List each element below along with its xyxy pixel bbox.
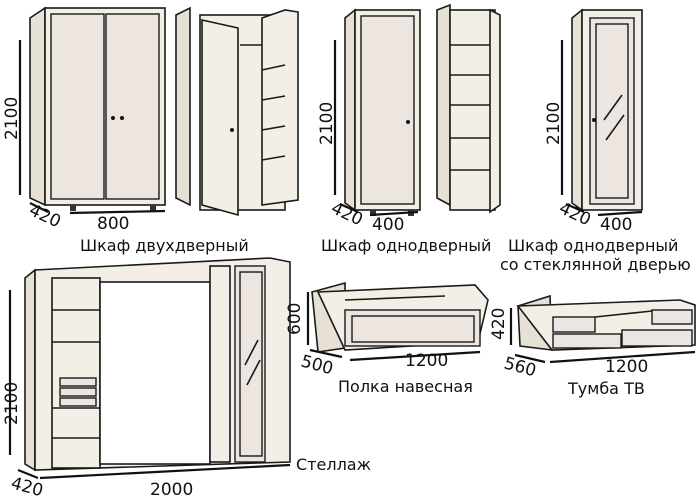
wall-shelf-label: Полка навесная: [338, 377, 473, 396]
wardrobe-one-door-drawing: 2100 420 400: [317, 8, 421, 235]
tv-stand-height: 420: [489, 308, 509, 340]
wardrobe-two-door-drawing: 2100 420 800: [2, 6, 166, 234]
wall-shelf-width: 1200: [405, 351, 448, 371]
wardrobe-glass-door-label-line1: Шкаф однодверный: [508, 236, 679, 255]
tv-stand-label: Тумба ТВ: [568, 379, 645, 398]
wardrobe-two-door-label: Шкаф двухдверный: [80, 236, 249, 255]
wardrobe-glass-door-drawing: 2100 420 400: [544, 8, 643, 235]
wardrobe-two-door-height: 2100: [2, 97, 22, 140]
wardrobe-two-door-open-drawing: [175, 6, 299, 217]
wardrobe-two-door-width: 800: [97, 214, 129, 234]
shelving-depth: 420: [9, 474, 46, 500]
wall-shelf-depth: 500: [299, 352, 336, 380]
wall-shelf-height: 600: [285, 303, 305, 335]
wardrobe-one-door-height: 2100: [317, 102, 337, 145]
tv-stand-width: 1200: [605, 357, 648, 377]
shelving-width: 2000: [150, 480, 193, 500]
wardrobe-one-door-width: 400: [372, 215, 404, 235]
tv-stand-depth: 560: [502, 354, 539, 382]
wardrobe-one-door-label: Шкаф однодверный: [321, 236, 492, 255]
wardrobe-one-door-open-drawing: [436, 3, 501, 214]
shelving-height: 2100: [2, 382, 22, 425]
tv-stand-drawing: 420 560 1200: [489, 294, 696, 382]
shelving-label: Стеллаж: [296, 455, 372, 474]
wardrobe-glass-door-height: 2100: [544, 102, 564, 145]
shelving-drawing: 2100 420 2000: [2, 257, 291, 500]
wall-shelf-drawing: 600 500 1200: [285, 281, 489, 380]
wardrobe-glass-door-label-line2: со стеклянной дверью: [500, 255, 691, 274]
wardrobe-glass-door-width: 400: [600, 215, 632, 235]
